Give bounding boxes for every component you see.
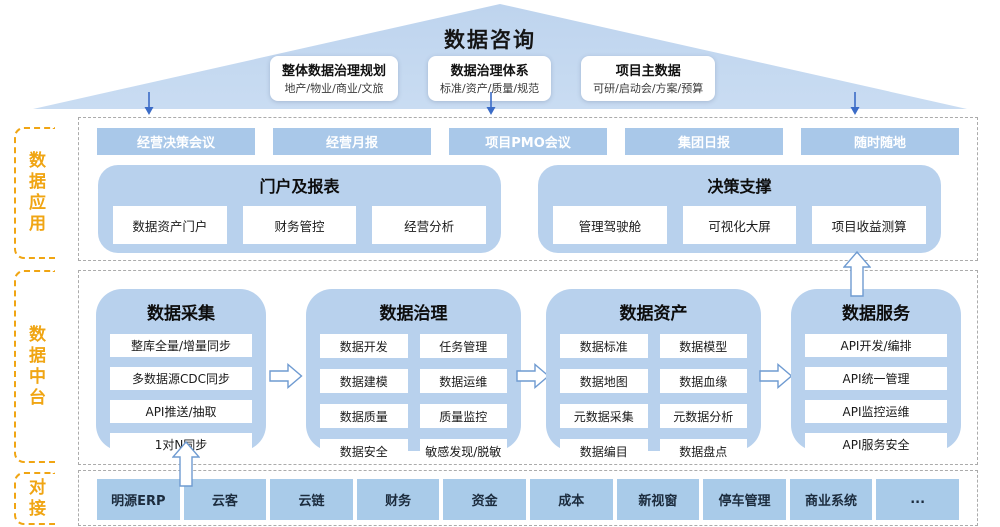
middle-platform-row: 数据采集 整库全量/增量同步 多数据源CDC同步 API推送/抽取 1对N同步 … (79, 271, 977, 464)
down-arrow-icon (486, 92, 496, 115)
group-decision-support: 决策支撑 管理驾驶舱 可视化大屏 项目收益测算 (538, 165, 941, 253)
capability-item: API服务安全 (805, 433, 947, 456)
capability-item: 多数据源CDC同步 (110, 367, 252, 390)
capability-item: 数据盘点 (659, 439, 747, 463)
right-arrow-icon (269, 363, 303, 389)
group-title: 数据资产 (619, 304, 688, 324)
group-title: 数据服务 (842, 304, 910, 324)
roof-card-subtitle: 标准/资产/质量/规范 (440, 82, 540, 95)
capability-item: 质量监控 (419, 404, 507, 428)
capability-item: 任务管理 (419, 334, 507, 358)
roof-card-master-data: 项目主数据 可研/启动会/方案/预算 (581, 56, 716, 101)
scenario-button: 随时随地 (801, 128, 959, 155)
capability-item: 数据地图 (560, 369, 648, 393)
roof-card-subtitle: 地产/物业/商业/文旅 (284, 82, 384, 95)
system-item: ... (876, 479, 959, 520)
section-data-application: 经营决策会议 经营月报 项目PMO会议 集团日报 随时随地 门户及报表 数据资产… (78, 117, 978, 261)
section-label-text: 对接 (25, 477, 45, 520)
right-arrow-icon (759, 363, 793, 389)
group-items: 数据资产门户 财务管控 经营分析 (113, 206, 487, 244)
roof-card-governance-system: 数据治理体系 标准/资产/质量/规范 (428, 56, 552, 101)
system-item: 财务 (356, 479, 440, 520)
capability-item: 数据模型 (659, 334, 747, 358)
scenario-button: 项目PMO会议 (449, 128, 607, 155)
capability-item: API统一管理 (805, 367, 947, 390)
capability-item: 1对N同步 (110, 433, 252, 456)
integration-systems-row: 明源ERP 云客 云链 财务 资金 成本 新视窗 停车管理 商业系统 ... (97, 479, 959, 520)
capability-item: 财务管控 (242, 206, 357, 244)
roof-card-title: 数据治理体系 (450, 64, 529, 79)
scenario-button: 经营决策会议 (97, 128, 255, 155)
group-title: 数据治理 (379, 304, 448, 324)
group-title: 数据采集 (147, 304, 215, 324)
capability-item: 项目收益测算 (812, 206, 927, 244)
group-items: 数据标准 数据模型 数据地图 数据血缘 元数据采集 元数据分析 数据编目 数据盘… (560, 334, 747, 463)
system-item: 明源ERP (97, 479, 180, 520)
section-label-text: 数据应用 (25, 151, 45, 235)
capability-item: 数据安全 (320, 439, 408, 463)
group-data-services: 数据服务 API开发/编排 API统一管理 API监控运维 API服务安全 (791, 289, 961, 456)
system-item: 资金 (443, 479, 526, 520)
group-items: 数据开发 任务管理 数据建模 数据运维 数据质量 质量监控 数据安全 敏感发现/… (320, 334, 507, 463)
capability-item: 数据资产门户 (113, 206, 227, 244)
capability-item: 整库全量/增量同步 (110, 334, 252, 357)
roof-card-title: 整体数据治理规划 (282, 64, 387, 79)
roof-card-governance-plan: 整体数据治理规划 地产/物业/商业/文旅 (270, 56, 399, 101)
roof-card-subtitle: 可研/启动会/方案/预算 (593, 82, 704, 95)
group-data-governance: 数据治理 数据开发 任务管理 数据建模 数据运维 数据质量 质量监控 数据安全 … (306, 289, 521, 463)
up-arrow-icon (843, 251, 871, 297)
capability-item: 数据运维 (419, 369, 507, 393)
system-item: 新视窗 (616, 479, 700, 520)
group-items: 整库全量/增量同步 多数据源CDC同步 API推送/抽取 1对N同步 (110, 334, 252, 456)
roof-title: 数据咨询 (444, 28, 536, 52)
capability-item: API开发/编排 (805, 334, 947, 357)
section-label-integration: 对接 (14, 472, 55, 525)
group-portal-reports: 门户及报表 数据资产门户 财务管控 经营分析 (98, 165, 501, 253)
capability-item: 管理驾驶舱 (553, 206, 667, 244)
capability-item: 元数据分析 (659, 404, 747, 428)
down-arrow-icon (850, 92, 860, 115)
capability-item: 数据建模 (320, 369, 408, 393)
roof-card-title: 项目主数据 (615, 64, 681, 79)
up-arrow-icon (172, 441, 200, 487)
group-title: 决策支撑 (707, 177, 772, 196)
capability-item: 元数据采集 (560, 404, 648, 428)
section-label-data-application: 数据应用 (14, 127, 55, 259)
application-scenario-row: 经营决策会议 经营月报 项目PMO会议 集团日报 随时随地 (97, 128, 959, 155)
capability-item: API监控运维 (805, 400, 947, 423)
system-item: 云链 (270, 479, 353, 520)
section-data-middle-platform: 数据采集 整库全量/增量同步 多数据源CDC同步 API推送/抽取 1对N同步 … (78, 270, 978, 465)
roof-cards: 整体数据治理规划 地产/物业/商业/文旅 数据治理体系 标准/资产/质量/规范 … (270, 56, 716, 101)
section-label-text: 数据中台 (25, 324, 45, 409)
group-items: 管理驾驶舱 可视化大屏 项目收益测算 (553, 206, 927, 244)
scenario-button: 经营月报 (273, 128, 431, 155)
application-groups-row: 门户及报表 数据资产门户 财务管控 经营分析 决策支撑 管理驾驶舱 可视化大屏 … (98, 165, 941, 253)
capability-item: API推送/抽取 (110, 400, 252, 423)
capability-item: 数据质量 (320, 404, 408, 428)
group-title: 门户及报表 (259, 177, 340, 196)
group-items: API开发/编排 API统一管理 API监控运维 API服务安全 (805, 334, 947, 456)
group-data-collection: 数据采集 整库全量/增量同步 多数据源CDC同步 API推送/抽取 1对N同步 (96, 289, 266, 456)
scenario-button: 集团日报 (625, 128, 783, 155)
capability-item: 数据标准 (560, 334, 648, 358)
system-item: 云客 (183, 479, 267, 520)
capability-item: 敏感发现/脱敏 (419, 439, 507, 463)
system-item: 成本 (529, 479, 613, 520)
capability-item: 可视化大屏 (682, 206, 797, 244)
right-arrow-icon (516, 363, 550, 389)
capability-item: 数据编目 (560, 439, 648, 463)
section-label-data-middle-platform: 数据中台 (14, 270, 55, 463)
system-item: 商业系统 (789, 479, 873, 520)
system-item: 停车管理 (703, 479, 786, 520)
capability-item: 数据开发 (320, 334, 408, 358)
group-data-assets: 数据资产 数据标准 数据模型 数据地图 数据血缘 元数据采集 元数据分析 数据编… (546, 289, 761, 463)
capability-item: 数据血缘 (659, 369, 747, 393)
down-arrow-icon (144, 92, 154, 115)
section-integration: 明源ERP 云客 云链 财务 资金 成本 新视窗 停车管理 商业系统 ... (78, 470, 978, 526)
capability-item: 经营分析 (372, 206, 487, 244)
